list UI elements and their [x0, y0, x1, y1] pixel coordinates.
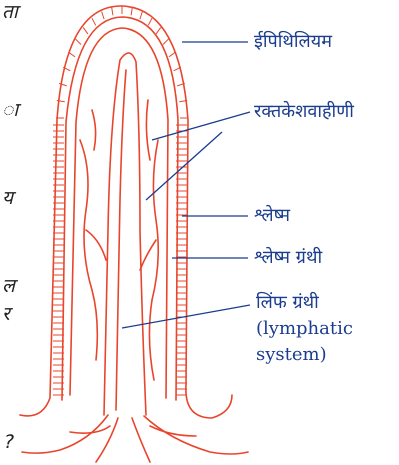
- epithelial-cell-top: [156, 27, 161, 34]
- epithelial-cell-top: [131, 7, 132, 15]
- capillary-5: [86, 230, 106, 260]
- label-lymphatic-line1: (lymphatic: [256, 318, 353, 340]
- epithelial-cell-top: [148, 18, 152, 25]
- epithelial-cell-top: [112, 7, 113, 15]
- epithelial-cell-top: [140, 12, 143, 20]
- epithelial-cell-top: [69, 52, 76, 57]
- villus-outer-wall: [20, 6, 232, 418]
- left-fragment-6: ?: [4, 432, 14, 452]
- capillary-4: [146, 100, 150, 160]
- epithelial-cell-top: [83, 27, 88, 34]
- left-fragment-2: ा: [2, 100, 18, 120]
- left-fragment-3: य: [2, 188, 13, 208]
- epithelial-cell-top: [102, 12, 105, 20]
- root-branch-4: [144, 416, 248, 454]
- root-branch-3: [132, 418, 150, 462]
- epithelial-cell-top: [75, 39, 81, 45]
- capillary-1: [80, 140, 97, 360]
- label-mucus: श्लेष्म: [254, 205, 290, 227]
- capillary-2: [149, 140, 158, 380]
- left-fragment-1: ता: [2, 2, 18, 22]
- label-lymph-gland: लिंफ ग्रंथी: [256, 292, 319, 314]
- epithelial-cell-top: [169, 52, 176, 57]
- leader-capillaries-a: [152, 112, 250, 140]
- root-branch-5: [70, 426, 110, 433]
- epithelial-cell-top: [92, 18, 96, 25]
- epithelial-cell-top: [163, 39, 169, 45]
- left-fragment-4: ल: [2, 276, 15, 296]
- capillary-3: [92, 110, 96, 150]
- central-lacteal-inner: [116, 70, 126, 410]
- left-fragment-5: र: [2, 304, 10, 324]
- root-branch-1: [22, 415, 108, 453]
- label-mucus-gland: श्लेष्म ग्रंथी: [254, 247, 322, 269]
- label-epithelium: ईपिथिलियम: [254, 31, 332, 53]
- capillary-6: [140, 240, 156, 270]
- label-lymphatic-line2: system): [256, 344, 327, 366]
- label-capillaries: रक्तकेशवाहीणी: [254, 101, 354, 123]
- central-lacteal: [104, 53, 146, 415]
